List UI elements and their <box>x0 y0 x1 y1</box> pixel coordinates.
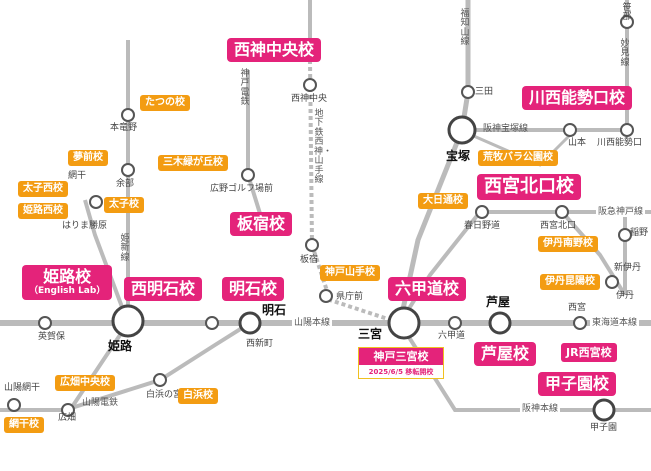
sanyo-dentetsu-label: 山陽電鉄 <box>82 398 119 408</box>
school-kobe-sannomiya[interactable]: 神戸三宮校 2025/6/5 移転開校 <box>358 347 444 379</box>
station-itayado: 板宿 <box>300 255 319 265</box>
station-eigaho: 英賀保 <box>38 332 66 342</box>
station-rokkomichi: 六甲道 <box>438 331 466 341</box>
school-tatsuno[interactable]: たつの校 <box>140 95 190 111</box>
school-himeji-name: 姫路校 <box>43 267 92 286</box>
station-sasabe: 笹部 <box>622 3 632 23</box>
school-itami-konyo[interactable]: 伊丹昆陽校 <box>540 274 600 290</box>
station-sanda: 三田 <box>475 87 494 97</box>
school-kawanishi-noseguchi[interactable]: 川西能勢口校 <box>522 86 633 110</box>
station-kasuganomichi: 春日野道 <box>464 221 501 231</box>
school-aboshi[interactable]: 網干校 <box>4 417 44 433</box>
station-shin-itami: 新伊丹 <box>614 263 642 273</box>
hankyu-kobe-line-label: 阪急神戸線 <box>596 207 646 218</box>
school-taishi-nishi[interactable]: 太子西校 <box>18 181 68 197</box>
school-himeji-nishi[interactable]: 姫路西校 <box>18 203 68 219</box>
school-rokkomichi[interactable]: 六甲道校 <box>388 277 467 301</box>
tokaido-main-line-label: 東海道本線 <box>590 318 640 329</box>
station-koshien: 甲子園 <box>590 423 618 433</box>
station-harimakatsuhara: はりま勝原 <box>62 221 108 231</box>
school-seishin-chuo[interactable]: 西神中央校 <box>227 38 322 62</box>
school-miki-midorigaoka[interactable]: 三木緑が丘校 <box>158 155 228 171</box>
school-kobe-sannomiya-name: 神戸三宮校 <box>359 348 443 365</box>
major-station-sannomiya: 三宮 <box>358 327 383 341</box>
station-nishinomiya-kitaguchi: 西宮北口 <box>540 221 577 231</box>
school-kobe-yamate[interactable]: 神戸山手校 <box>320 265 380 281</box>
myoken-line-label: 妙見線 <box>620 39 630 68</box>
station-seishin-chuo: 西神中央 <box>291 94 328 104</box>
fukuchiyama-line-label: 福知山線 <box>460 9 470 48</box>
school-nishi-akashi[interactable]: 西明石校 <box>124 277 203 301</box>
subway-seishin-yamate-label: 地下鉄西神・山手線 <box>314 109 333 186</box>
school-ohiraki-dori[interactable]: 大日通校 <box>418 193 468 209</box>
school-jr-nishinomiya[interactable]: JR西宮校 <box>561 343 617 362</box>
school-yumesaki[interactable]: 夢前校 <box>68 150 108 166</box>
station-sanyo-aboshi: 山陽網干 <box>4 383 41 393</box>
school-shirahama[interactable]: 白浜校 <box>178 388 218 404</box>
major-station-ashiya: 芦屋 <box>486 295 511 309</box>
kobe-dentetsu-label: 神戸電鉄 <box>240 69 250 108</box>
kishin-line-label: 姫新線 <box>120 234 130 263</box>
station-shirahamanomiya: 白浜の宮 <box>146 390 183 400</box>
station-yobe: 余部 <box>116 179 135 189</box>
station-hirono-golf: 広野ゴルフ場前 <box>210 184 274 194</box>
station-yamamoto: 山本 <box>568 138 587 148</box>
school-himeji-sub: （English Lab） <box>29 286 106 296</box>
major-station-akashi: 明石 <box>262 303 287 317</box>
station-kenchomae: 県庁前 <box>336 292 364 302</box>
school-aramaki-bara[interactable]: 荒牧バラ公園校 <box>478 150 558 166</box>
school-nishinomiya-kitaguchi[interactable]: 西宮北口校 <box>477 174 581 200</box>
station-hon-tatsuno: 本竜野 <box>110 123 138 133</box>
school-akashi[interactable]: 明石校 <box>222 277 285 301</box>
hanshin-takarazuka-line-label: 阪神宝塚線 <box>483 124 529 134</box>
school-koshien[interactable]: 甲子園校 <box>538 372 617 396</box>
major-station-takarazuka: 宝塚 <box>446 149 471 163</box>
station-kawanishi-noseguchi: 川西能勢口 <box>597 138 643 148</box>
school-kobe-sannomiya-note: 2025/6/5 移転開校 <box>368 368 434 376</box>
school-himeji[interactable]: 姫路校 （English Lab） <box>22 265 113 300</box>
station-nishi-shinmachi: 西新町 <box>246 339 274 349</box>
hanshin-main-line-label: 阪神本線 <box>520 404 561 415</box>
station-hirohata: 広畑 <box>58 413 77 423</box>
station-inano: 稲野 <box>630 228 649 238</box>
school-itayado[interactable]: 板宿校 <box>230 212 293 236</box>
station-aboshi-jr: 網干 <box>68 171 87 181</box>
school-ashiya[interactable]: 芦屋校 <box>474 342 537 366</box>
station-itami: 伊丹 <box>616 291 635 301</box>
station-nishinomiya: 西宮 <box>568 303 587 313</box>
school-itami-minamino[interactable]: 伊丹南野校 <box>538 236 598 252</box>
school-taishi[interactable]: 太子校 <box>104 197 144 213</box>
major-station-himeji: 姫路 <box>108 339 133 353</box>
school-hirohata-chuo[interactable]: 広畑中央校 <box>55 375 115 391</box>
sanyo-main-line-label: 山陽本線 <box>292 318 333 329</box>
